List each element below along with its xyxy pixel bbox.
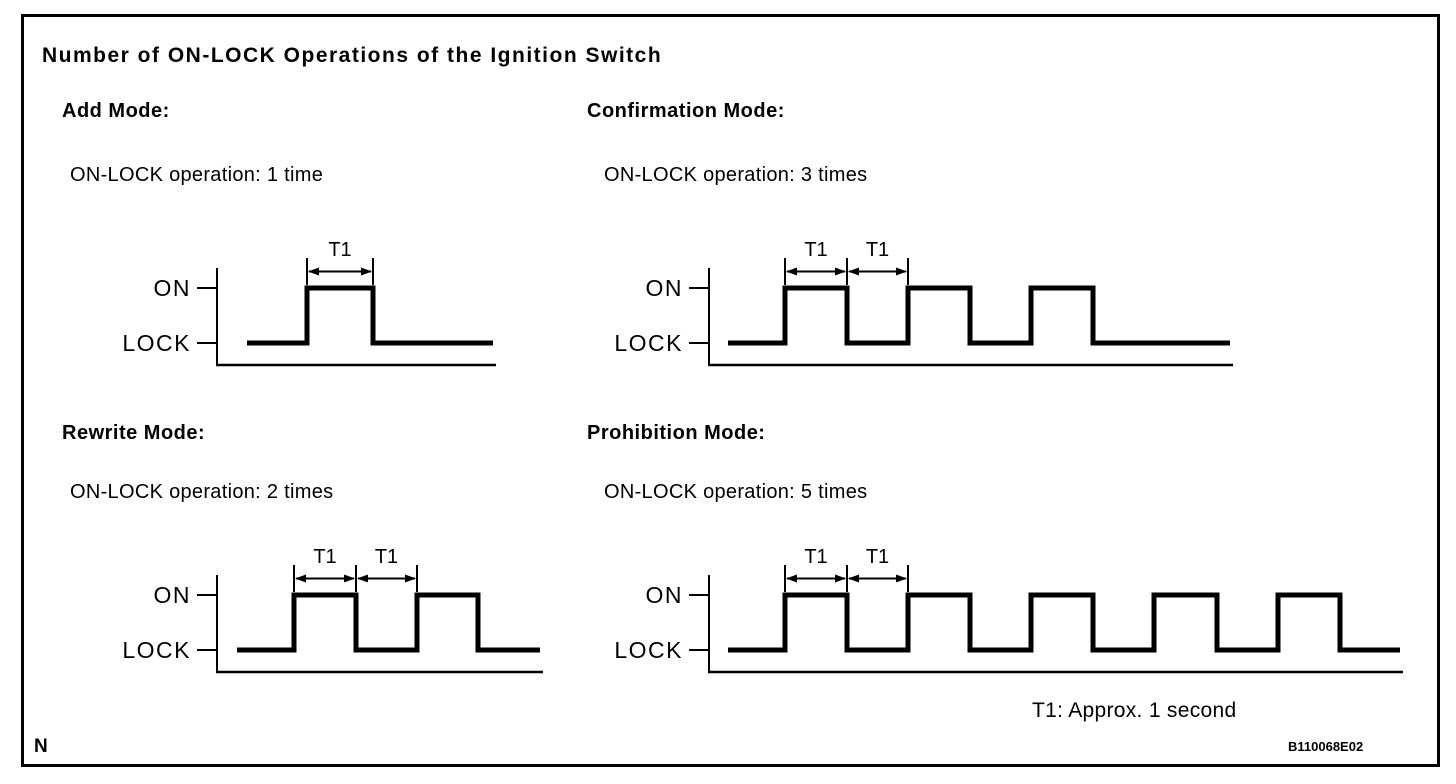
t1-duration-footnote: T1: Approx. 1 second <box>1032 699 1237 722</box>
page-marker: N <box>34 736 48 757</box>
rewrite-mode-heading: Rewrite Mode: <box>62 422 206 444</box>
t1-label: T1 <box>328 239 351 261</box>
ignition-pulse-trace <box>728 285 1230 346</box>
add-mode-heading: Add Mode: <box>62 100 170 122</box>
right-arrowhead-icon <box>896 267 907 276</box>
lock-level-label: LOCK <box>122 637 191 663</box>
t1-label: T1 <box>866 546 889 568</box>
right-arrowhead-icon <box>896 574 907 583</box>
add-mode-waveform: ON LOCK T1 <box>122 239 496 367</box>
right-arrowhead-icon <box>835 267 846 276</box>
on-level-label: ON <box>646 275 684 301</box>
rewrite-mode-operation-count: ON-LOCK operation: 2 times <box>70 481 334 503</box>
confirmation-mode-waveform: ON LOCK T1 T1 <box>614 239 1233 367</box>
lock-level-label: LOCK <box>614 637 683 663</box>
lock-level-label: LOCK <box>122 330 191 356</box>
figure-frame-border <box>21 14 1440 767</box>
ignition-pulse-trace <box>728 592 1400 653</box>
t1-label: T1 <box>313 546 336 568</box>
t1-label: T1 <box>804 546 827 568</box>
t1-label: T1 <box>866 239 889 261</box>
prohibition-mode-waveform: ON LOCK T1 T1 <box>614 546 1403 674</box>
prohibition-mode-heading: Prohibition Mode: <box>587 422 766 444</box>
on-level-label: ON <box>154 275 192 301</box>
ignition-pulse-trace <box>237 592 540 653</box>
left-arrowhead-icon <box>357 574 368 583</box>
on-level-label: ON <box>154 582 192 608</box>
figure-code: B110068E02 <box>1288 739 1364 754</box>
t1-label: T1 <box>804 239 827 261</box>
left-arrowhead-icon <box>786 267 797 276</box>
left-arrowhead-icon <box>848 267 859 276</box>
right-arrowhead-icon <box>835 574 846 583</box>
on-level-label: ON <box>646 582 684 608</box>
confirmation-mode-operation-count: ON-LOCK operation: 3 times <box>604 164 868 186</box>
left-arrowhead-icon <box>848 574 859 583</box>
figure-title: Number of ON-LOCK Operations of the Igni… <box>42 44 663 68</box>
prohibition-mode-operation-count: ON-LOCK operation: 5 times <box>604 481 868 503</box>
add-mode-operation-count: ON-LOCK operation: 1 time <box>70 164 324 186</box>
ignition-pulse-trace <box>247 285 493 346</box>
confirmation-mode-heading: Confirmation Mode: <box>587 100 785 122</box>
lock-level-label: LOCK <box>614 330 683 356</box>
left-arrowhead-icon <box>295 574 306 583</box>
t1-label: T1 <box>375 546 398 568</box>
right-arrowhead-icon <box>405 574 416 583</box>
rewrite-mode-waveform: ON LOCK T1 T1 <box>122 546 543 674</box>
left-arrowhead-icon <box>308 267 319 276</box>
right-arrowhead-icon <box>344 574 355 583</box>
left-arrowhead-icon <box>786 574 797 583</box>
right-arrowhead-icon <box>361 267 372 276</box>
